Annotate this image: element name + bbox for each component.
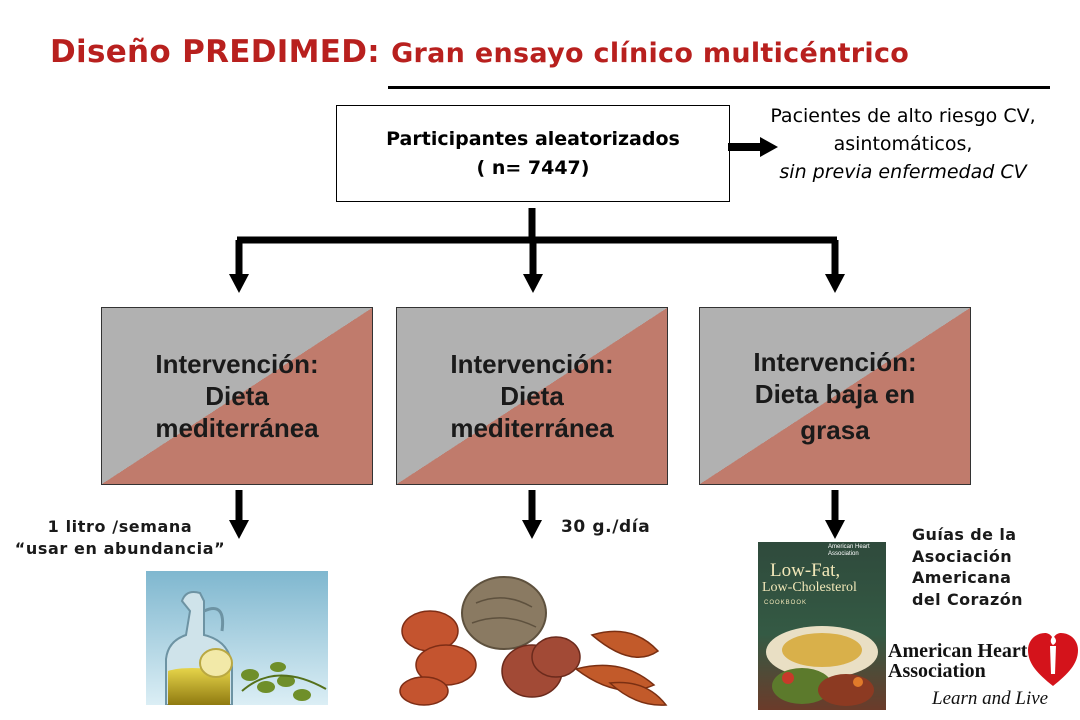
arm-2-line-1: Intervención: [450,349,614,379]
aha-logo: American Heart Association Learn and Liv… [886,630,1080,718]
arm-1-line-2: Dieta [205,381,269,411]
title-underline [388,86,1050,89]
oil-dose-note: 1 litro /semana “usar en abundancia” [0,516,240,560]
arrow-to-population-note [728,137,778,157]
population-line-3: sin previa enfermedad CV [779,161,1027,183]
cookbook-publisher: American Heart Association [828,544,870,557]
oil-dose-line-2: “usar en abundancia” [14,539,226,558]
participants-box: Participantes aleatorizados ( n= 7447) [336,105,730,202]
arm-2-line-3: mediterránea [450,413,614,443]
arm-3-line-3: grasa [800,415,870,445]
arrow-from-arm-2 [522,490,542,539]
cookbook-food-photo [766,626,878,706]
aha-tagline: Learn and Live [932,688,1049,709]
arm-mediterranean-nuts: Intervención: Dieta mediterránea [396,307,668,485]
aha-guides-line-3: Americana [912,568,1012,587]
cookbook-title-line-1: Low-Fat, [770,560,841,581]
arm-3-line-2: Dieta baja en [754,379,916,409]
population-line-1: Pacientes de alto riesgo CV, [770,105,1036,127]
arrow-to-arm-3 [825,240,845,293]
arm-1-line-3: mediterránea [155,413,319,443]
cookbook-title-line-2: Low-Cholesterol [762,580,857,595]
oil-dose-line-1: 1 litro /semana [47,517,193,536]
arrow-to-arm-2 [523,240,543,293]
aha-guides-line-4: del Corazón [912,589,1023,609]
page-title: Diseño PREDIMED: Gran ensayo clínico mul… [50,34,1070,70]
title-subtitle: Gran ensayo clínico multicéntrico [391,38,910,69]
arm-mediterranean-oil: Intervención: Dieta mediterránea [101,307,373,485]
arrow-from-arm-3 [825,490,845,539]
olive-oil-image [146,571,328,705]
arrow-from-arm-1 [229,490,249,539]
aha-name-line-2: Association [888,660,986,682]
aha-name-line-1: American Heart [888,640,1028,662]
title-main: Diseño PREDIMED: [50,34,380,70]
aha-guides-line-1: Guías de la [912,525,1017,544]
population-line-2: asintomáticos, [833,133,973,155]
arm-3-line-1: Intervención: [753,347,917,377]
nuts-dose-note: 30 g./día [561,517,651,537]
arrow-to-arm-1 [229,240,249,293]
participants-count: ( n= 7447) [476,156,590,179]
aha-heart-torch-icon [1028,633,1078,686]
population-note: Pacientes de alto riesgo CV, asintomátic… [728,102,1078,186]
nuts-image [396,573,676,707]
arm-2-line-2: Dieta [500,381,564,411]
cookbook-subtitle: COOKBOOK [764,600,808,606]
arm-low-fat: Intervención: Dieta baja en grasa [699,307,971,485]
aha-guides-line-2: Asociación [912,546,1013,566]
aha-guides-note: Guías de la Asociación Americana del Cor… [912,524,1072,610]
participants-label: Participantes aleatorizados [386,127,680,150]
cookbook-cover: American Heart Association Low-Fat, Low-… [758,542,886,710]
arm-1-line-1: Intervención: [155,349,319,379]
